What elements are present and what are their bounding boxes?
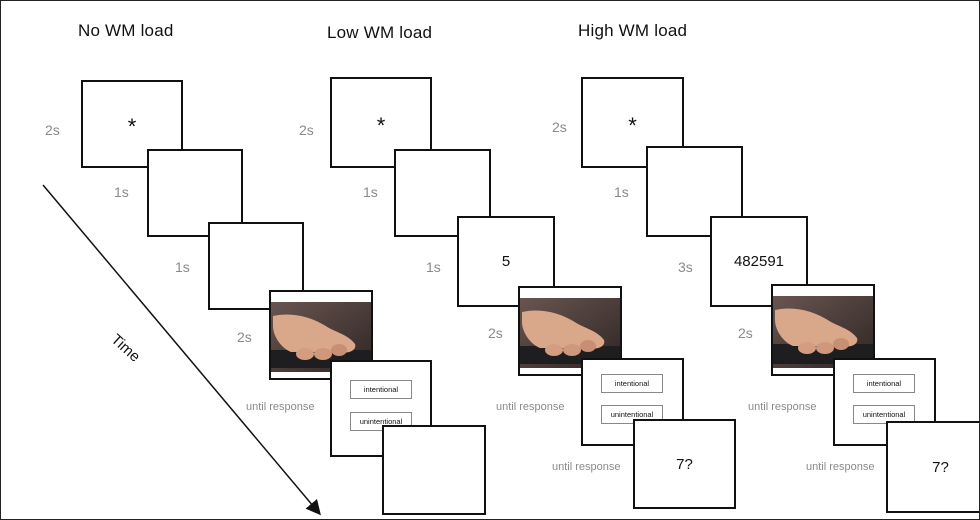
- memory-item-low: 5: [501, 253, 511, 270]
- time-axis-label: Time: [107, 331, 144, 366]
- intentional-button[interactable]: intentional: [853, 374, 915, 393]
- duration-memory: 1s: [426, 259, 441, 275]
- duration-blank: 1s: [114, 184, 129, 200]
- hand-video-still: [773, 286, 873, 374]
- duration-video: 2s: [237, 329, 252, 345]
- duration-memory: 3s: [678, 259, 693, 275]
- duration-response: until response: [496, 401, 565, 413]
- duration-video: 2s: [738, 325, 753, 341]
- recall-probe: 7?: [676, 455, 693, 473]
- duration-blank: 1s: [614, 184, 629, 200]
- intentional-button[interactable]: intentional: [350, 380, 412, 399]
- unintentional-button[interactable]: unintentional: [853, 405, 915, 424]
- duration-recall: until response: [806, 461, 875, 473]
- recall-frame-empty: [382, 425, 486, 515]
- condition-title-no-load: No WM load: [78, 21, 174, 40]
- intentional-button[interactable]: intentional: [601, 374, 663, 393]
- hand-video-still: [520, 288, 620, 374]
- choice-frame: intentional unintentional: [330, 360, 432, 457]
- duration-fixation: 2s: [299, 122, 314, 138]
- duration-response: until response: [246, 401, 315, 413]
- hand-video-frame: [518, 286, 622, 376]
- condition-title-high-load: High WM load: [578, 21, 688, 40]
- duration-fixation: 2s: [45, 122, 60, 138]
- condition-title-low-load: Low WM load: [327, 23, 433, 42]
- recall-probe: 7?: [932, 458, 949, 476]
- recall-frame: 7?: [633, 419, 736, 509]
- duration-blank: 1s: [363, 184, 378, 200]
- duration-memory: 1s: [175, 259, 190, 275]
- fixation-symbol: *: [376, 112, 386, 138]
- blank-frame: [646, 146, 743, 237]
- duration-recall: until response: [552, 461, 621, 473]
- fixation-frame: *: [581, 77, 684, 168]
- recall-frame: 7?: [886, 421, 979, 513]
- memory-item-high: 482591: [733, 253, 785, 270]
- fixation-symbol: *: [628, 112, 637, 138]
- duration-response: until response: [748, 401, 817, 413]
- fixation-symbol: *: [127, 114, 137, 139]
- duration-video: 2s: [488, 325, 503, 341]
- duration-fixation: 2s: [552, 119, 567, 135]
